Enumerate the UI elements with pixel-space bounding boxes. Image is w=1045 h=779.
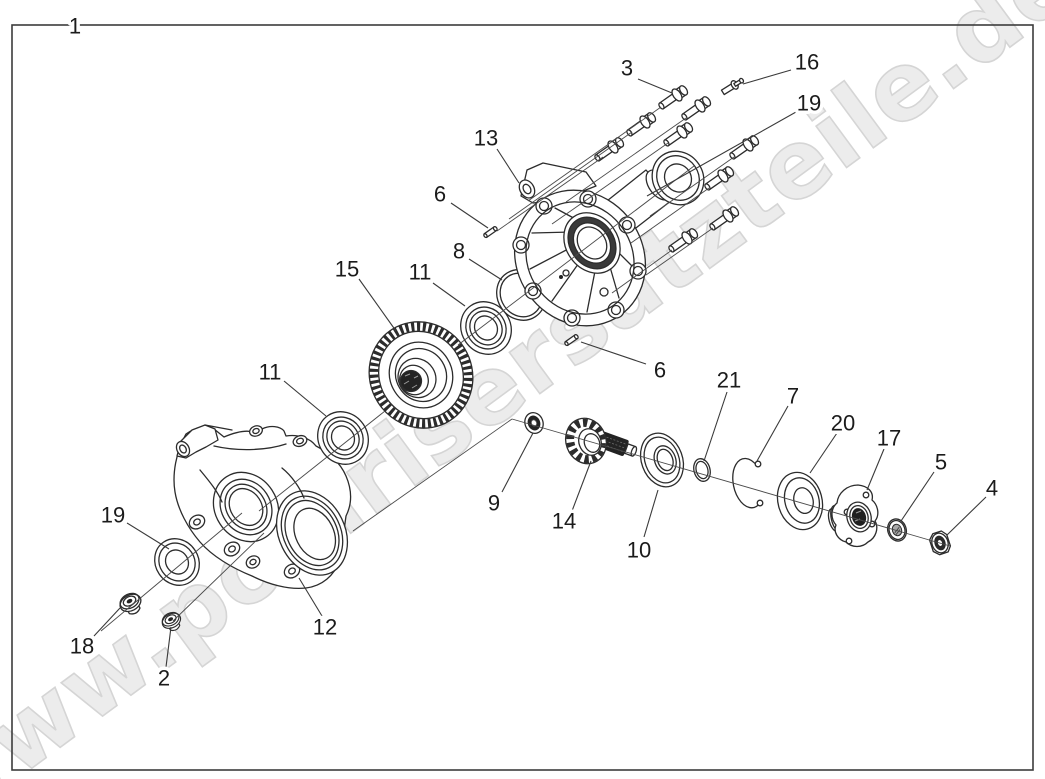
callout-leader-5 — [900, 471, 935, 522]
callout-label-6: 6 — [654, 358, 666, 383]
callout-leader-11 — [283, 380, 327, 417]
callout-leader-6 — [580, 341, 647, 365]
callout-label-20: 20 — [831, 411, 855, 436]
part-16-fitting — [720, 77, 745, 96]
callout-leader-6 — [450, 202, 489, 229]
callout-leader-2 — [165, 626, 172, 668]
callout-label-6: 6 — [434, 182, 446, 207]
callout-leader-19 — [126, 522, 170, 550]
callout-leader-19 — [646, 111, 797, 197]
callout-leader-17 — [866, 448, 885, 491]
part-20-seal — [776, 471, 824, 531]
part-14-pinion-gear — [564, 417, 638, 465]
callout-label-19: 19 — [797, 91, 821, 116]
callout-leader-14 — [571, 460, 592, 512]
part-7-snap-ring — [732, 457, 764, 509]
callout-leader-4 — [946, 496, 987, 536]
callout-label-16: 16 — [795, 50, 819, 75]
axis-lines — [100, 106, 951, 632]
callout-label-14: 14 — [552, 509, 576, 534]
callout-leader-18 — [93, 607, 121, 637]
callout-label-3: 3 — [621, 56, 633, 81]
part-15-ring-gear — [368, 321, 474, 429]
callout-label-8: 8 — [453, 239, 465, 264]
part-21-oring — [693, 458, 711, 482]
callout-label-18: 18 — [70, 634, 94, 659]
callout-leader-16 — [742, 69, 792, 85]
callout-leader-11 — [432, 282, 466, 307]
figure-border — [11, 24, 1034, 771]
part-19-seal-bottom — [154, 538, 200, 586]
part-6-pin-right — [564, 334, 579, 347]
callout-label-5: 5 — [935, 450, 947, 475]
callout-leader-8 — [468, 258, 503, 281]
callout-leader-12 — [298, 577, 323, 617]
callout-label-2: 2 — [158, 666, 170, 691]
part-5-washer — [886, 518, 908, 542]
part-17-output-flange — [827, 484, 879, 548]
callout-leader-9 — [501, 432, 534, 493]
callout-leader-13 — [496, 148, 520, 184]
callout-label-21: 21 — [717, 368, 741, 393]
callout-label-19: 19 — [101, 503, 125, 528]
artwork — [100, 77, 952, 632]
callout-label-9: 9 — [488, 491, 500, 516]
part-12-front-housing — [173, 424, 352, 590]
callout-leader-3 — [637, 78, 673, 94]
callout-label-4: 4 — [986, 476, 998, 501]
callout-leader-15 — [358, 278, 397, 332]
part-10-bearing — [639, 432, 685, 488]
part-3-bolts — [594, 85, 760, 253]
callout-leader-10 — [643, 489, 659, 538]
callout-label-11: 11 — [409, 260, 432, 285]
callout-leader-21 — [703, 391, 728, 462]
callout-label-7: 7 — [787, 384, 799, 409]
callout-label-12: 12 — [313, 615, 337, 640]
part-6-pin-top — [483, 226, 498, 239]
part-18-plug — [119, 592, 142, 615]
callout-label-15: 15 — [335, 257, 359, 282]
callout-label-1: 1 — [69, 14, 81, 39]
callout-label-11: 11 — [259, 360, 282, 385]
callout-label-17: 17 — [877, 426, 901, 451]
part-11-bearing-lower — [317, 411, 369, 465]
callout-label-10: 10 — [627, 538, 651, 563]
callout-label-13: 13 — [474, 126, 498, 151]
callout-leader-7 — [756, 405, 789, 462]
callout-leader-20 — [809, 432, 838, 474]
